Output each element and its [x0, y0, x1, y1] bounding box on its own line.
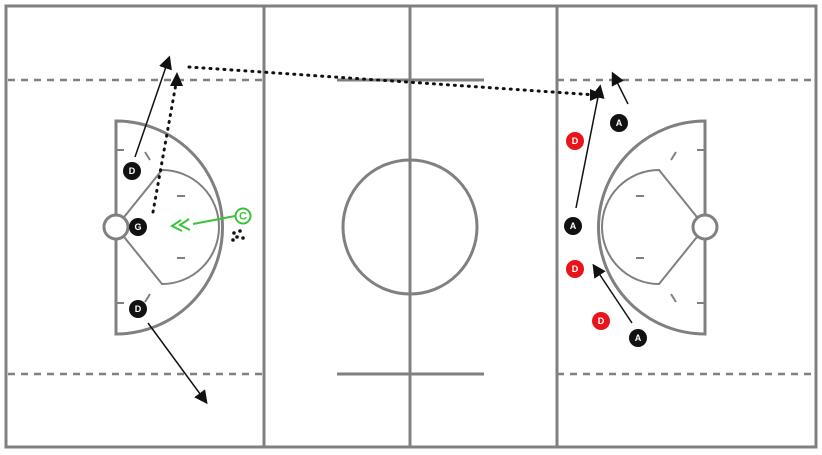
arrow-d-bottom-left-cut [147, 322, 208, 405]
svg-text:D: D [129, 166, 136, 176]
ball-cluster-icon [231, 229, 245, 242]
svg-text:D: D [598, 316, 605, 326]
arrow-a-top-right-cut [611, 71, 629, 105]
coach-feed [170, 215, 236, 232]
pass-clear-across [187, 65, 598, 97]
left-goal-crease [102, 213, 130, 241]
coach-marker: C [234, 207, 252, 225]
player-a-bottom-right[interactable]: A [629, 329, 647, 347]
player-d-bottom-left[interactable]: D [129, 300, 147, 318]
pass-clear-across-head [590, 89, 604, 101]
pass-goalie-outlet-head [170, 72, 183, 86]
coach-label: C [239, 211, 247, 223]
svg-text:D: D [572, 136, 579, 146]
arrow-a-mid-right-cut [575, 84, 605, 209]
player-d-top-left[interactable]: D [123, 162, 141, 180]
player-g-left[interactable]: G [129, 218, 147, 236]
player-a-mid-right[interactable]: A [564, 217, 582, 235]
svg-text:D: D [135, 304, 142, 314]
right-goal-crease [691, 213, 719, 241]
arrow-a-bottom-right-cut [592, 263, 633, 324]
svg-text:D: D [572, 264, 579, 274]
left-goal-area [102, 119, 224, 336]
pass-goalie-outlet [151, 76, 179, 214]
player-d-red-2[interactable]: D [566, 260, 584, 278]
player-a-top-right[interactable]: A [610, 114, 628, 132]
svg-text:G: G [134, 222, 141, 232]
player-d-red-3[interactable]: D [592, 312, 610, 330]
center-circle [341, 158, 479, 296]
svg-text:A: A [616, 118, 623, 128]
player-d-red-1[interactable]: D [566, 132, 584, 150]
right-goal-area [597, 119, 719, 336]
arrow-d-top-left-cut [134, 55, 172, 158]
svg-text:A: A [635, 333, 642, 343]
svg-text:A: A [570, 221, 577, 231]
